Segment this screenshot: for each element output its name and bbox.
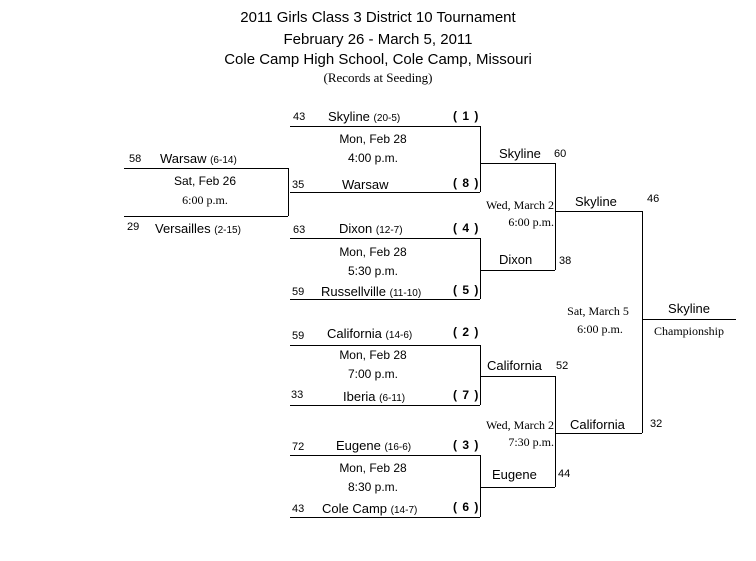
qf4-bottom-team: Cole Camp (14-7) — [322, 501, 418, 516]
qf3-bottom-score: 33 — [291, 389, 304, 401]
sf2-day: Wed, March 2 — [485, 418, 554, 432]
qf2-bottom-team: Russellville (11-10) — [321, 284, 422, 299]
sf1-bottom-team: Dixon — [499, 252, 533, 267]
qf2-day: Mon, Feb 28 — [339, 245, 407, 259]
sf2-bottom-team: Eugene — [492, 467, 537, 482]
qf3-connector — [480, 345, 481, 405]
qf3-time: 7:00 p.m. — [347, 367, 399, 381]
final-bottom-team: California — [570, 417, 625, 432]
sf2-time: 7:30 p.m. — [508, 435, 554, 449]
tournament-title: 2011 Girls Class 3 District 10 Tournamen… — [240, 9, 516, 26]
sf1-day: Wed, March 2 — [485, 198, 554, 212]
qf1-top-team: Skyline (20-5) — [328, 109, 401, 124]
qf4-top-team: Eugene (16-6) — [336, 438, 412, 453]
sf1-top-line — [481, 163, 555, 164]
final-top-score: 46 — [647, 193, 660, 205]
qf1-bottom-line — [290, 192, 480, 193]
qf2-time: 5:30 p.m. — [347, 264, 399, 278]
records-note: (Records at Seeding) — [323, 70, 433, 85]
playin-time: 6:00 p.m. — [182, 193, 228, 207]
championship-label: Championship — [653, 324, 724, 338]
final-connector — [642, 211, 643, 433]
qf3-top-score: 59 — [292, 330, 305, 342]
qf4-connector — [480, 455, 481, 517]
sf2-bottom-score: 44 — [558, 468, 571, 480]
tournament-dates: February 26 - March 5, 2011 — [283, 31, 473, 48]
final-time: 6:00 p.m. — [577, 322, 623, 336]
sf1-top-team: Skyline — [499, 146, 541, 161]
qf2-top-line — [290, 238, 480, 239]
qf2-top-team: Dixon (12-7) — [339, 221, 403, 236]
qf4-time: 8:30 p.m. — [347, 480, 399, 494]
sf2-top-line — [481, 376, 555, 377]
sf1-connector — [555, 163, 556, 270]
qf1-bottom-team: Warsaw — [342, 177, 389, 192]
qf3-day: Mon, Feb 28 — [339, 348, 407, 362]
playin-bottom-line — [124, 216, 288, 217]
tournament-location: Cole Camp High School, Cole Camp, Missou… — [224, 51, 532, 68]
sf1-bottom-line — [481, 270, 555, 271]
sf1-time: 6:00 p.m. — [508, 215, 554, 229]
sf2-top-team: California — [487, 358, 542, 373]
qf4-bottom-line — [290, 517, 480, 518]
playin-connector — [288, 168, 289, 216]
playin-bottom-team: Versailles (2-15) — [155, 221, 241, 236]
qf1-top-score: 43 — [293, 111, 306, 123]
qf4-bottom-seed: ( 6 ) — [453, 500, 480, 514]
qf3-top-line — [290, 345, 480, 346]
qf3-top-team: California (14-6) — [327, 326, 413, 341]
final-bottom-score: 32 — [650, 418, 663, 430]
qf4-top-score: 72 — [292, 441, 305, 453]
sf1-top-score: 60 — [554, 148, 567, 160]
qf2-bottom-score: 59 — [292, 286, 305, 298]
qf4-top-seed: ( 3 ) — [453, 438, 480, 452]
qf2-bottom-seed: ( 5 ) — [453, 283, 480, 297]
qf1-top-line — [290, 126, 480, 127]
playin-top-line — [124, 168, 288, 169]
qf4-top-line — [290, 455, 480, 456]
champion-line — [642, 319, 736, 320]
qf4-day: Mon, Feb 28 — [339, 461, 407, 475]
sf2-connector — [555, 376, 556, 487]
final-top-team: Skyline — [575, 194, 617, 209]
qf1-top-seed: ( 1 ) — [453, 109, 480, 123]
qf1-day: Mon, Feb 28 — [339, 132, 407, 146]
qf2-bottom-line — [290, 299, 480, 300]
qf3-bottom-line — [290, 405, 480, 406]
qf2-top-score: 63 — [293, 224, 306, 236]
sf1-bottom-score: 38 — [559, 255, 572, 267]
qf1-connector — [480, 126, 481, 192]
final-bottom-line — [556, 433, 642, 434]
final-day: Sat, March 5 — [567, 304, 629, 318]
qf3-top-seed: ( 2 ) — [453, 325, 480, 339]
playin-day: Sat, Feb 26 — [173, 174, 237, 188]
sf2-top-score: 52 — [556, 360, 569, 372]
playin-bottom-score: 29 — [127, 221, 140, 233]
playin-top-score: 58 — [129, 153, 142, 165]
final-top-line — [556, 211, 642, 212]
sf2-bottom-line — [481, 487, 555, 488]
playin-top-team: Warsaw (6-14) — [160, 151, 237, 166]
champion-team: Skyline — [668, 301, 710, 316]
qf4-bottom-score: 43 — [292, 503, 305, 515]
qf2-top-seed: ( 4 ) — [453, 221, 480, 235]
qf1-bottom-seed: ( 8 ) — [453, 176, 480, 190]
qf3-bottom-seed: ( 7 ) — [453, 388, 480, 402]
qf1-bottom-score: 35 — [292, 179, 305, 191]
qf3-bottom-team: Iberia (6-11) — [343, 389, 406, 404]
qf2-connector — [480, 238, 481, 299]
qf1-time: 4:00 p.m. — [347, 151, 399, 165]
